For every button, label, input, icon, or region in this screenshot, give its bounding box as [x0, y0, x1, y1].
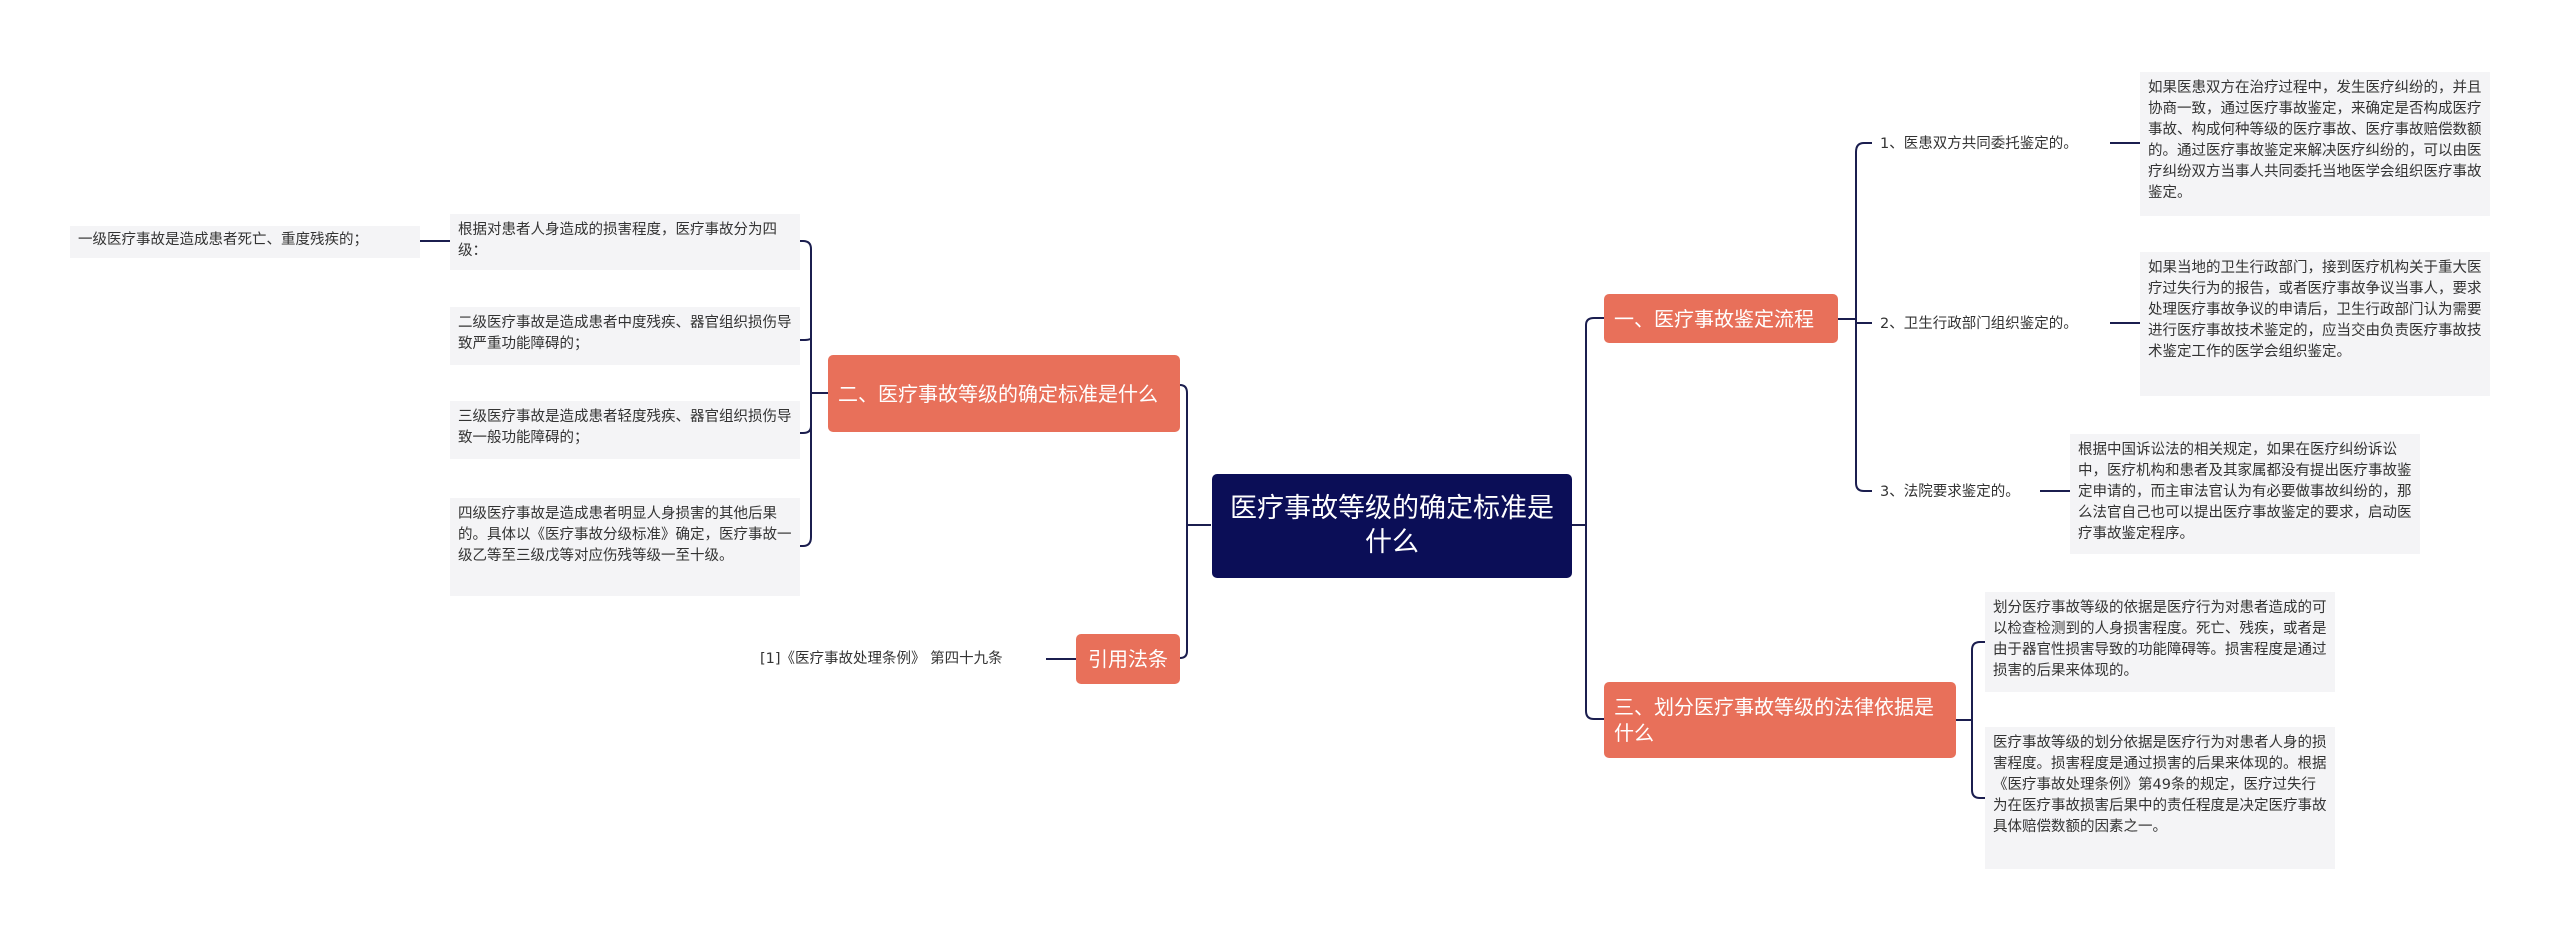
process-detail-1[interactable]: 如果医患双方在治疗过程中，发生医疗纠纷的，并且协商一致，通过医疗事故鉴定，来确定… — [2140, 72, 2490, 216]
branch-grade-standard-title: 二、医疗事故等级的确定标准是什么 — [838, 381, 1158, 406]
process-label-2[interactable]: 2、卫生行政部门组织鉴定的。 — [1880, 316, 2078, 332]
leaf-grade-level-2[interactable]: 二级医疗事故是造成患者中度残疾、器官组织损伤导致严重功能障碍的； — [450, 307, 800, 365]
branch-appraisal-process-title: 一、医疗事故鉴定流程 — [1614, 306, 1814, 331]
leaf-grade-intro[interactable]: 根据对患者人身造成的损害程度，医疗事故分为四级： — [450, 214, 800, 270]
branch-legal-basis-title: 三、划分医疗事故等级的法律依据是什么 — [1614, 695, 1934, 745]
process-label-3[interactable]: 3、法院要求鉴定的。 — [1880, 484, 2020, 500]
process-label-1[interactable]: 1、医患双方共同委托鉴定的。 — [1880, 136, 2078, 152]
root-title: 医疗事故等级的确定标准是什么 — [1230, 493, 1554, 558]
branch-citation[interactable]: 引用法条 — [1076, 634, 1180, 684]
process-detail-2[interactable]: 如果当地的卫生行政部门，接到医疗机构关于重大医疗过失行为的报告，或者医疗事故争议… — [2140, 252, 2490, 396]
branch-grade-standard[interactable]: 二、医疗事故等级的确定标准是什么 — [828, 355, 1180, 432]
branch-citation-title: 引用法条 — [1088, 647, 1168, 671]
leaf-grade-level-3[interactable]: 三级医疗事故是造成患者轻度残疾、器官组织损伤导致一般功能障碍的； — [450, 401, 800, 459]
legal-basis-item-1[interactable]: 划分医疗事故等级的依据是医疗行为对患者造成的可以检查检测到的人身损害程度。死亡、… — [1985, 592, 2335, 692]
legal-basis-item-2[interactable]: 医疗事故等级的划分依据是医疗行为对患者人身的损害程度。损害程度是通过损害的后果来… — [1985, 727, 2335, 869]
leaf-citation-item[interactable]: [1]《医疗事故处理条例》 第四十九条 — [760, 651, 1003, 667]
leaf-grade-level-1[interactable]: 一级医疗事故是造成患者死亡、重度残疾的； — [70, 226, 420, 258]
leaf-grade-level-4[interactable]: 四级医疗事故是造成患者明显人身损害的其他后果的。具体以《医疗事故分级标准》确定，… — [450, 498, 800, 596]
branch-appraisal-process[interactable]: 一、医疗事故鉴定流程 — [1604, 294, 1838, 343]
process-detail-3[interactable]: 根据中国诉讼法的相关规定，如果在医疗纠纷诉讼中，医疗机构和患者及其家属都没有提出… — [2070, 434, 2420, 554]
branch-legal-basis[interactable]: 三、划分医疗事故等级的法律依据是什么 — [1604, 682, 1956, 758]
root-topic[interactable]: 医疗事故等级的确定标准是什么 — [1212, 474, 1572, 578]
